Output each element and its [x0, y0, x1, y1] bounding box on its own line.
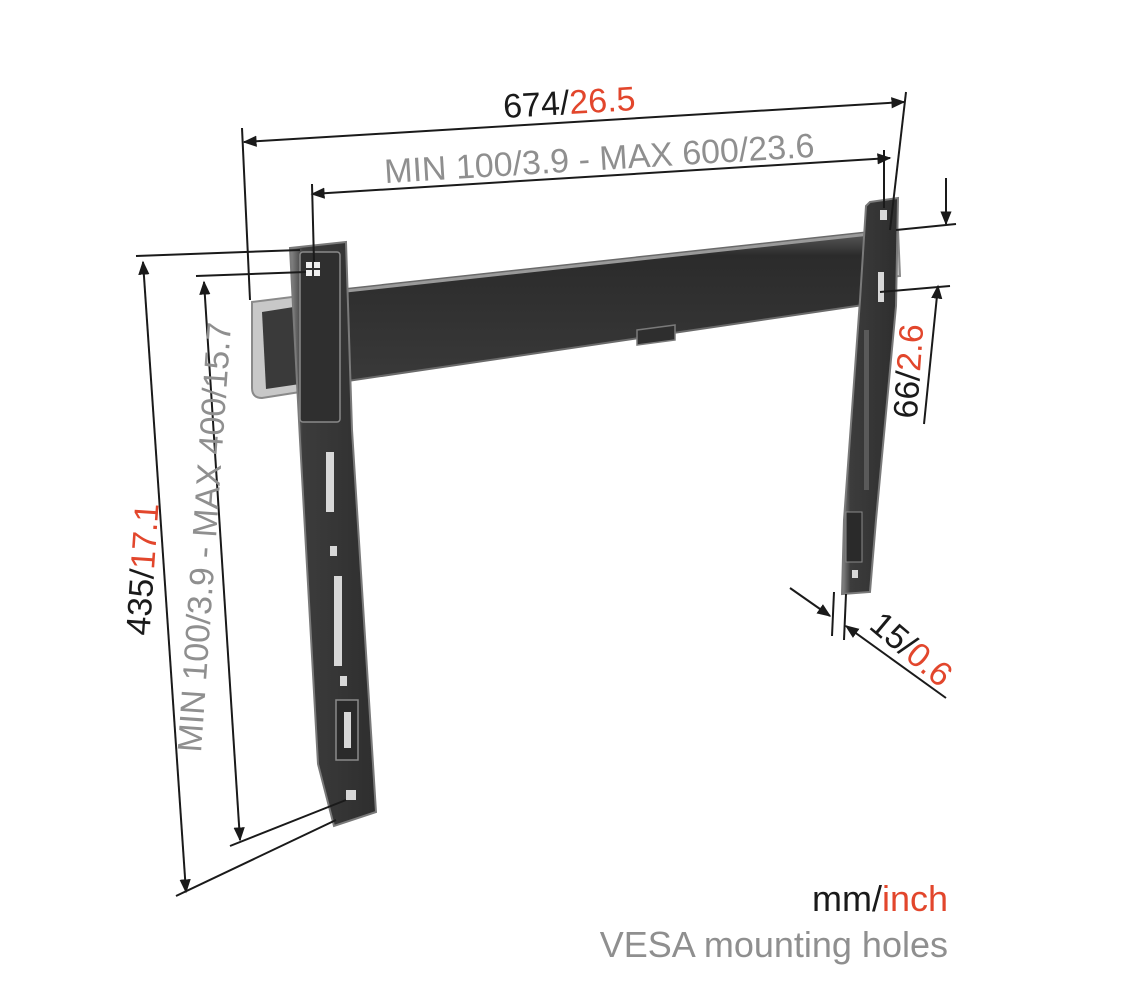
vesa-horizontal-label: MIN 100/3.9 - MAX 600/23.6: [383, 127, 815, 191]
units-mm: mm: [811, 878, 872, 919]
dimension-lines: [135, 91, 957, 897]
center-tab: [636, 324, 676, 346]
rail-height-label: 66/2.6: [887, 323, 932, 420]
overall-height-label: 435/17.1: [119, 502, 166, 637]
units-legend: mm/inch: [812, 878, 948, 920]
vesa-note: VESA mounting holes: [599, 924, 948, 965]
vesa-horizontal-arrow: [310, 153, 892, 199]
vesa-vertical-arrow: [199, 280, 245, 842]
units-separator: /: [871, 878, 882, 919]
horizontal-rail: [299, 230, 871, 390]
wall-mount-bracket: [251, 196, 902, 828]
overall-width-label: 674/26.5: [502, 80, 636, 126]
overall-height-arrow: [138, 260, 191, 894]
left-vertical-arm: [288, 240, 378, 828]
wall-distance-arrow-left: [789, 587, 832, 617]
units-inch: inch: [881, 878, 948, 919]
overall-width-arrow: [242, 97, 906, 147]
vesa-vertical-label: MIN 100/3.9 - MAX 400/15.7: [171, 321, 239, 754]
right-vertical-arm: [840, 196, 900, 596]
wall-distance-arrow-right: [844, 625, 947, 699]
